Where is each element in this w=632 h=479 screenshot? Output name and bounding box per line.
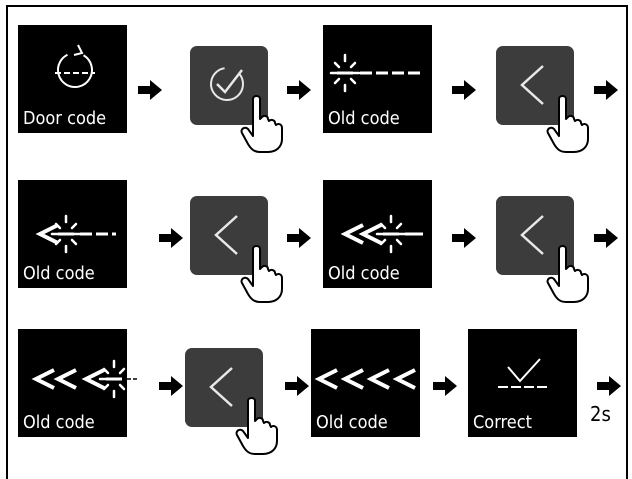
blink-rays-overflow-icon — [127, 378, 139, 380]
old-code-screen-4: Old code — [18, 329, 139, 437]
check-circle-icon — [210, 67, 244, 101]
old-code-screen-1: Old code — [323, 25, 432, 133]
arrow-right-icon — [287, 80, 311, 100]
old-code-label-1: Old code — [328, 108, 400, 129]
old-code-screen-5: Old code — [311, 329, 420, 437]
door-code-label: Door code — [23, 108, 107, 129]
door-code-screen: Door code — [18, 25, 127, 133]
finger-press-icon — [240, 95, 283, 153]
finger-press-icon — [240, 245, 283, 303]
arrow-right-icon — [452, 80, 476, 100]
old-code-screen-3: Old code — [323, 180, 432, 288]
blinking-digit-icon — [329, 53, 421, 93]
delay-label: 2s — [590, 402, 611, 426]
diagram-frame — [6, 5, 628, 479]
chevron-left-icon — [520, 65, 544, 105]
arrow-right-icon — [433, 376, 457, 396]
old-code-label-2: Old code — [23, 263, 95, 284]
arrow-right-icon — [452, 228, 476, 248]
arrow-right-icon — [285, 376, 309, 396]
arrow-right-icon — [594, 80, 618, 100]
chevron-left-icon — [520, 215, 544, 255]
code-entered-icon — [314, 368, 416, 390]
finger-press-icon — [546, 95, 589, 153]
old-code-label-4: Old code — [23, 412, 95, 433]
check-mark-icon — [498, 358, 548, 388]
old-code-label-3: Old code — [328, 263, 400, 284]
arrow-right-icon — [159, 228, 183, 248]
blinking-digit-icon — [35, 214, 116, 254]
arrow-right-icon — [159, 376, 183, 396]
arrow-right-icon — [597, 376, 621, 396]
finger-press-icon — [235, 397, 278, 455]
chevron-left-icon — [209, 367, 233, 407]
door-code-icon — [55, 44, 95, 88]
arrow-right-icon — [594, 228, 618, 248]
blinking-digit-icon — [340, 214, 423, 254]
chevron-left-icon — [214, 215, 238, 255]
old-code-screen-2: Old code — [18, 180, 127, 288]
correct-label: Correct — [473, 412, 533, 433]
arrow-right-icon — [138, 80, 162, 100]
arrow-right-icon — [287, 228, 311, 248]
correct-screen: Correct — [468, 329, 577, 437]
finger-press-icon — [546, 245, 589, 303]
old-code-label-5: Old code — [316, 412, 388, 433]
blinking-digit-icon — [31, 359, 126, 399]
